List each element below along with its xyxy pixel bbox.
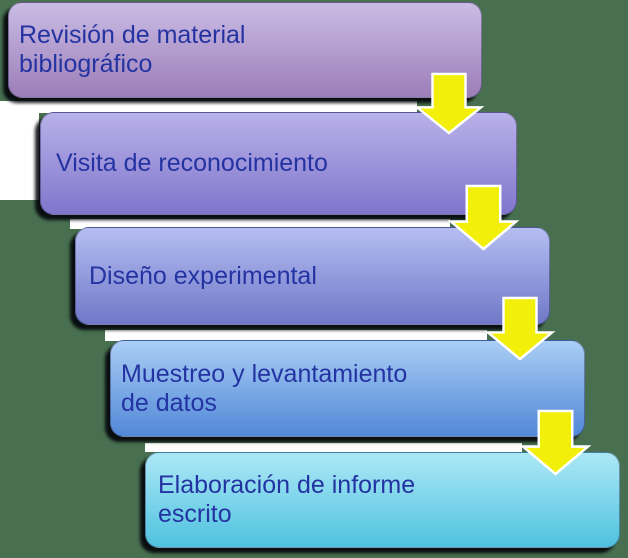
step-box-muestreo-levantamiento: Muestreo y levantamiento de datos — [110, 340, 585, 437]
step-box-revision-material: Revisión de material bibliográfico — [8, 2, 482, 98]
white-gap-pocket-1 — [0, 101, 39, 200]
step-label: de datos — [121, 388, 217, 417]
arrow-down-icon — [447, 184, 520, 251]
arrow-down-icon — [413, 72, 485, 135]
step-box-elaboracion-informe: Elaboración de informe escrito — [145, 452, 620, 548]
step-label: Revisión de material — [19, 21, 246, 49]
step-label: bibliográfico — [19, 50, 153, 78]
step-box-diseno-experimental: Diseño experimental — [75, 227, 550, 325]
white-gap-band-3 — [105, 330, 487, 341]
step-label: Diseño experimental — [89, 261, 317, 290]
arrow-down-icon — [519, 409, 592, 476]
white-gap-band-4 — [145, 443, 522, 452]
step-label: escrito — [158, 500, 232, 528]
step-label: Elaboración de informe — [158, 471, 416, 499]
step-label: Visita de reconocimiento — [56, 149, 328, 177]
white-gap-band-1 — [0, 101, 417, 113]
arrow-down-icon — [484, 296, 556, 361]
step-label: Muestreo y levantamiento — [121, 359, 408, 388]
step-box-visita-reconocimiento: Visita de reconocimiento — [40, 112, 517, 215]
white-gap-band-2 — [70, 219, 450, 229]
